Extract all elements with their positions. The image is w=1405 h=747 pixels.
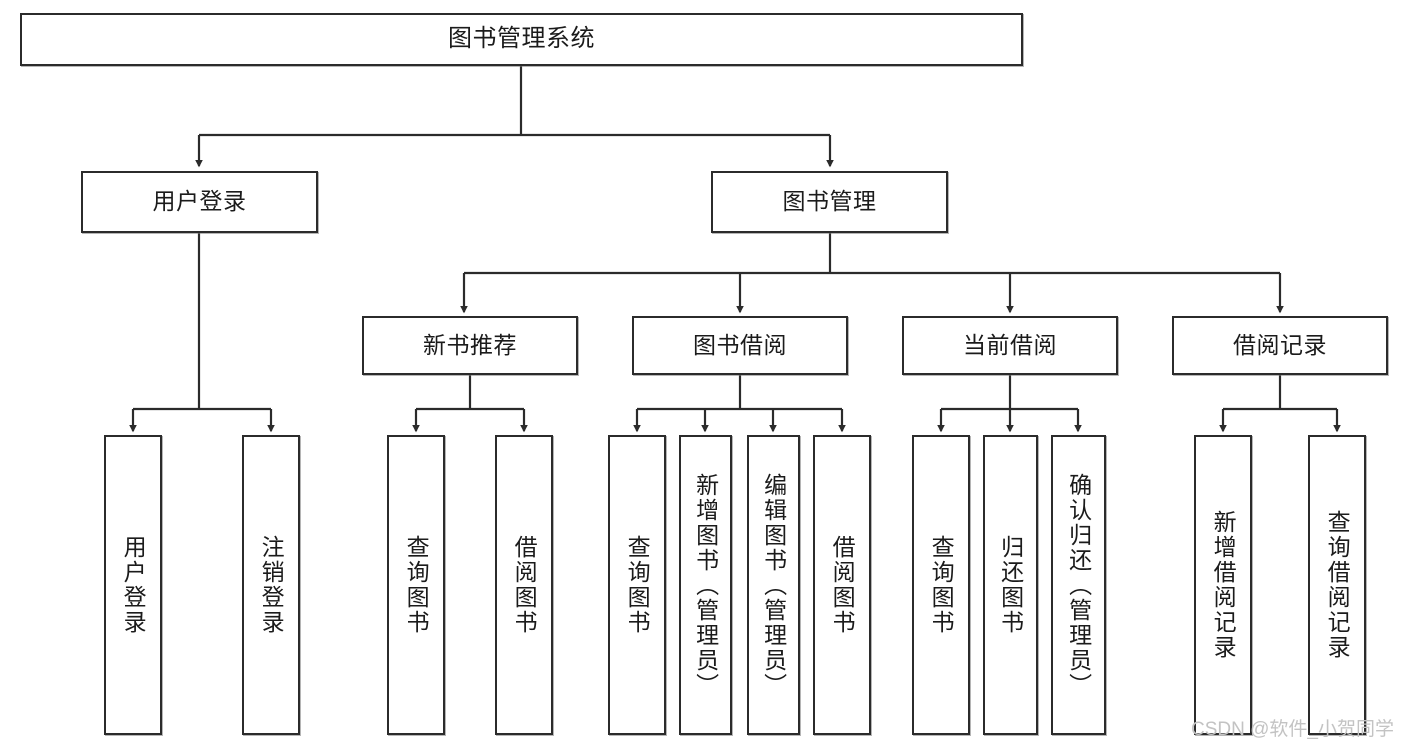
node-label: 新书推荐 xyxy=(423,331,517,358)
leaf-book-borrow-edit-book-admin[interactable]: 编辑图书（管理员） xyxy=(747,435,800,735)
node-label: 新增图书（管理员） xyxy=(692,472,719,698)
node-new-book-recommendation[interactable]: 新书推荐 xyxy=(362,316,578,375)
node-label: 确认归还（管理员） xyxy=(1065,472,1092,698)
node-label: 当前借阅 xyxy=(963,331,1057,358)
node-label: 查询图书 xyxy=(624,535,651,635)
node-user-login[interactable]: 用户登录 xyxy=(81,171,318,233)
node-label: 注销登录 xyxy=(258,535,285,635)
node-label: 图书管理系统 xyxy=(448,25,595,53)
node-label: 用户登录 xyxy=(152,188,247,215)
leaf-new-book-query-book[interactable]: 查询图书 xyxy=(387,435,445,735)
node-label: 借阅图书 xyxy=(829,535,856,635)
leaf-current-borrow-query-book[interactable]: 查询图书 xyxy=(912,435,970,735)
leaf-current-borrow-return-book[interactable]: 归还图书 xyxy=(983,435,1038,735)
node-label: 查询借阅记录 xyxy=(1324,510,1351,660)
node-label: 归还图书 xyxy=(997,535,1024,635)
node-label: 用户登录 xyxy=(120,535,147,635)
leaf-user-login-login[interactable]: 用户登录 xyxy=(104,435,162,735)
leaf-current-borrow-confirm-return-admin[interactable]: 确认归还（管理员） xyxy=(1051,435,1106,735)
csdn-watermark: CSDN @软件_小贺同学 xyxy=(1191,719,1394,740)
node-label: 图书借阅 xyxy=(693,331,787,358)
node-label: 借阅记录 xyxy=(1233,331,1327,358)
node-root-book-management-system[interactable]: 图书管理系统 xyxy=(20,13,1023,66)
node-book-management[interactable]: 图书管理 xyxy=(711,171,948,233)
node-label: 新增借阅记录 xyxy=(1210,510,1237,660)
leaf-borrow-record-query-record[interactable]: 查询借阅记录 xyxy=(1308,435,1366,735)
leaf-new-book-borrow-book[interactable]: 借阅图书 xyxy=(495,435,553,735)
node-label: 编辑图书（管理员） xyxy=(760,472,787,698)
node-label: 查询图书 xyxy=(403,535,430,635)
leaf-user-login-logout[interactable]: 注销登录 xyxy=(242,435,300,735)
node-book-borrow[interactable]: 图书借阅 xyxy=(632,316,848,375)
leaf-book-borrow-query-book[interactable]: 查询图书 xyxy=(608,435,666,735)
node-label: 查询图书 xyxy=(928,535,955,635)
node-label: 图书管理 xyxy=(782,188,877,215)
leaf-borrow-record-add-record[interactable]: 新增借阅记录 xyxy=(1194,435,1252,735)
leaf-book-borrow-borrow-book[interactable]: 借阅图书 xyxy=(813,435,871,735)
node-current-borrow[interactable]: 当前借阅 xyxy=(902,316,1118,375)
node-label: 借阅图书 xyxy=(511,535,538,635)
leaf-book-borrow-add-book-admin[interactable]: 新增图书（管理员） xyxy=(679,435,732,735)
node-borrow-record[interactable]: 借阅记录 xyxy=(1172,316,1388,375)
